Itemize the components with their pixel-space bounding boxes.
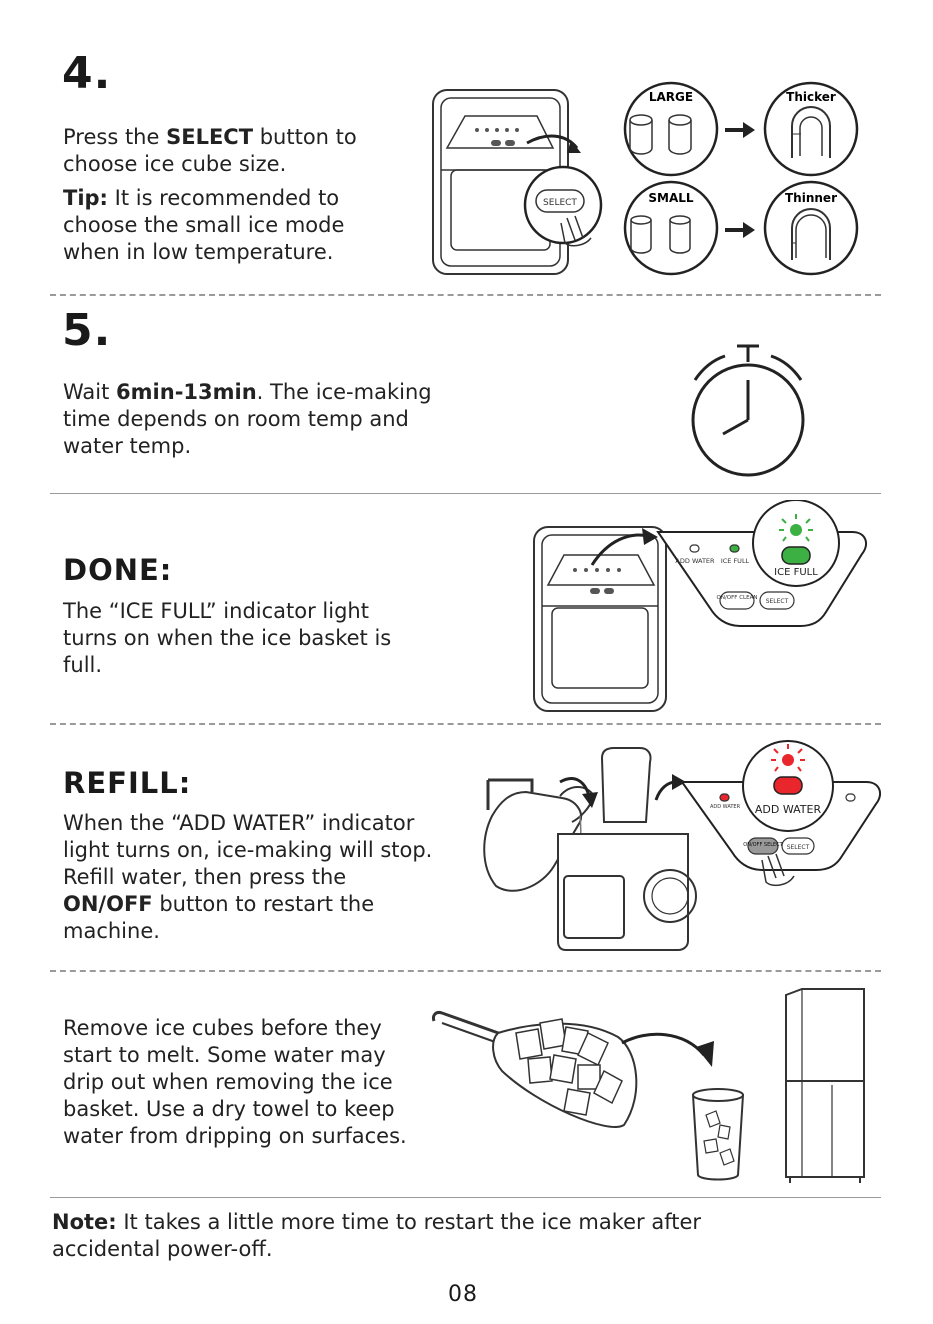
glass-of-ice: [692, 1088, 744, 1181]
remove-text: Remove ice cubes before they start to me…: [63, 1016, 407, 1148]
step-4-tip: Tip: It is recommended to choose the sma…: [63, 185, 393, 266]
on-off-clean-label: ON/OFF CLEAN: [717, 595, 758, 601]
refill-illustration: ADD WATER ON/OFF SELECT SELECT ADD WATER: [483, 740, 882, 951]
refill-text-post: button to restart the machine.: [63, 892, 375, 943]
step-4-text-pre: Press the: [63, 125, 167, 149]
divider-solid-1: [50, 493, 881, 494]
remove-illustration: [432, 988, 865, 1183]
step-5-text-pre: Wait: [63, 380, 117, 404]
ice-maker-open: [557, 747, 697, 951]
large-label: LARGE: [649, 90, 693, 104]
refrigerator: [785, 988, 865, 1183]
thicker-label: Thicker: [786, 90, 836, 104]
select-button-label: SELECT: [543, 198, 577, 208]
step-4-number: 4.: [62, 48, 112, 99]
thinner-label: Thinner: [785, 191, 837, 205]
ice-maker-front-done: [533, 526, 667, 712]
select-label-done: SELECT: [766, 598, 789, 605]
refill-text: When the “ADD WATER” indicator light tur…: [63, 810, 433, 945]
step-5-text-post: . The ice-making time depends on room te…: [63, 380, 432, 458]
refill-text-pre: When the “ADD WATER” indicator light tur…: [63, 811, 433, 889]
divider-dashed-1: [50, 294, 881, 296]
select-label-refill: SELECT: [787, 844, 810, 851]
note-text: It takes a little more time to restart t…: [52, 1210, 702, 1261]
ice-full-label-small: ICE FULL: [721, 557, 750, 565]
step-4-text-post: button to choose ice cube size.: [63, 125, 357, 176]
step-4-illustration: SELECT LARGE Thicker SMALL Thinner: [432, 81, 859, 276]
green-light-rays: [779, 514, 813, 542]
note-label: Note:: [52, 1210, 117, 1234]
divider-dashed-2: [50, 723, 881, 725]
ice-full-label-big: ICE FULL: [774, 567, 818, 578]
refill-text-bold: ON/OFF: [63, 892, 153, 916]
done-heading: DONE:: [63, 553, 173, 587]
refill-heading: REFILL:: [63, 766, 192, 800]
ice-cubes: [515, 1018, 623, 1116]
step-4-text: Press the SELECT button to choose ice cu…: [63, 124, 393, 178]
step-5-text-bold: 6min-13min: [116, 380, 257, 404]
red-light-rays: [771, 744, 805, 772]
add-water-label-small: ADD WATER: [675, 557, 715, 565]
add-water-label-big: ADD WATER: [755, 803, 822, 816]
done-illustration: ADD WATER ICE FULL ON/OFF CLEAN SELECT I…: [533, 500, 868, 712]
tip-label: Tip:: [63, 186, 108, 210]
add-water-label-small-refill: ADD WATER: [710, 804, 741, 810]
timer-icon: [691, 344, 805, 477]
page-number: 08: [448, 1282, 478, 1307]
step-4-text-bold: SELECT: [166, 125, 254, 149]
divider-solid-2: [50, 1197, 881, 1198]
step-5-number: 5.: [62, 305, 112, 356]
note: Note: It takes a little more time to res…: [52, 1209, 812, 1263]
water-pitcher: [483, 778, 596, 892]
done-text: The “ICE FULL” indicator light turns on …: [63, 599, 392, 677]
tip-text: It is recommended to choose the small ic…: [63, 186, 345, 264]
on-off-label-refill: ON/OFF SELECT: [743, 842, 783, 848]
step-5-text: Wait 6min-13min. The ice-making time dep…: [63, 379, 463, 460]
small-label: SMALL: [648, 191, 694, 205]
divider-dashed-3: [50, 970, 881, 972]
